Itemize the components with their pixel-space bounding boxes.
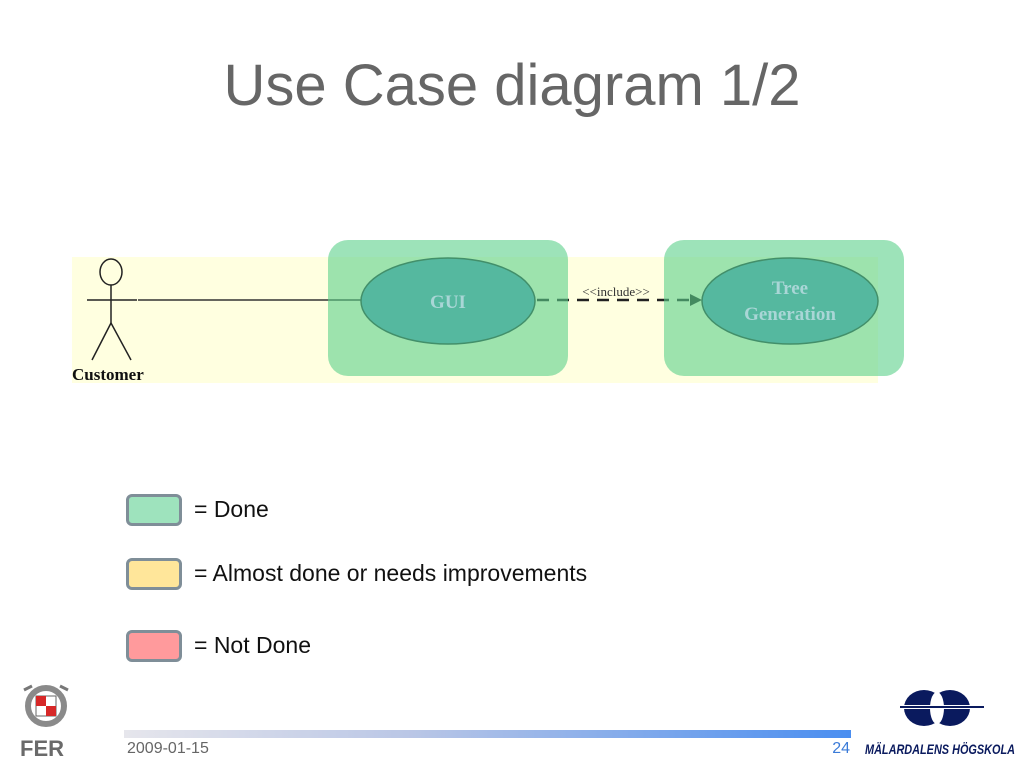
actor-leg-left [91, 322, 112, 361]
gui-label: GUI [430, 292, 466, 313]
malardalens-hogskola-logo: MÄLARDALENS HÖGSKOLA [865, 690, 1015, 757]
page-title: Use Case diagram 1/2 [223, 53, 801, 118]
actor-label: Customer [72, 365, 144, 384]
legend-swatch-almost-done [126, 558, 182, 590]
legend-swatch-not-done [126, 630, 182, 662]
gui-status-overlay [328, 240, 568, 376]
legend-label-not-done: = Not Done [194, 632, 311, 658]
actor-leg-right [110, 322, 132, 361]
legend-swatch-done [126, 494, 182, 526]
tree-generation-label-line1: Tree [772, 278, 808, 299]
fer-logo: FER [20, 684, 69, 760]
legend-label-almost-done: = Almost done or needs improvements [194, 560, 588, 586]
fer-logo-text: FER [20, 736, 64, 760]
tree-generation-label-line2: Generation [744, 304, 836, 325]
include-label: <<include>> [582, 284, 650, 299]
legend-label-done: = Done [194, 496, 269, 522]
page-number: 24 [832, 740, 850, 757]
actor-customer: Customer [72, 258, 144, 384]
malardalens-logo-text: MÄLARDALENS HÖGSKOLA [865, 741, 1015, 757]
footer-date: 2009-01-15 [127, 740, 209, 757]
tree-generation-status-overlay [664, 240, 904, 376]
footer-bar [124, 730, 851, 738]
